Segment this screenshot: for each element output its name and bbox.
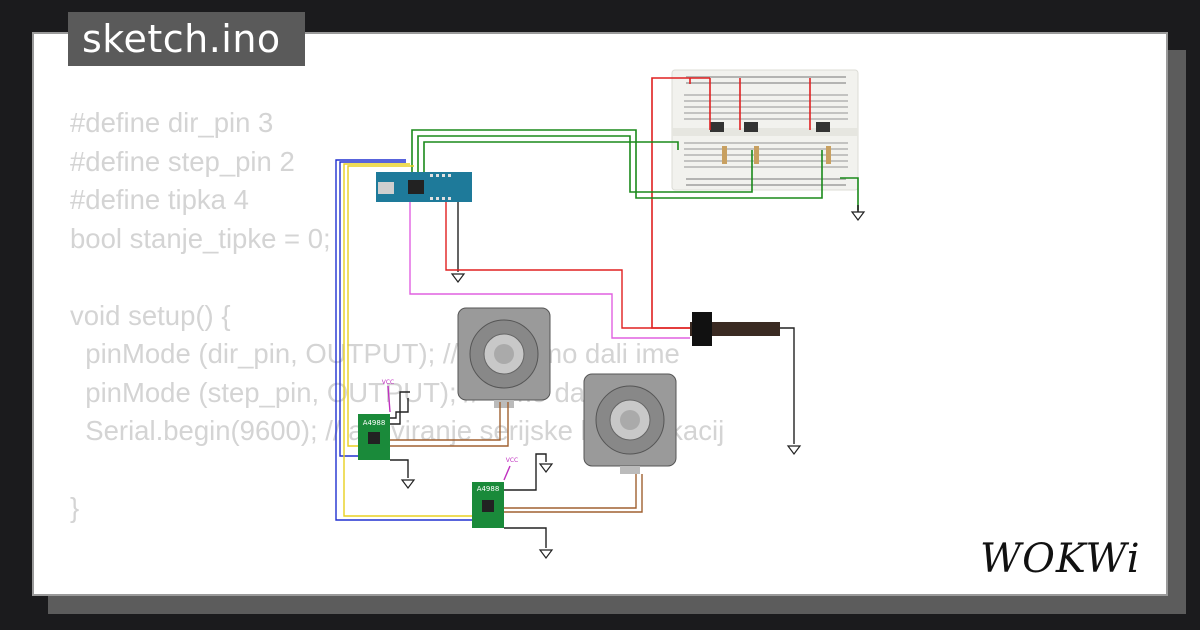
wires [335, 159, 690, 521]
code-line: bool stanje_tipke = 0; [70, 222, 331, 254]
breadboard [671, 69, 859, 191]
vcc-label: VCC [382, 379, 394, 386]
wokwi-logo: WOKWi [980, 536, 1141, 582]
slide-potentiometer[interactable] [690, 312, 802, 455]
code-line: } [70, 492, 80, 523]
vcc-label: VCC [506, 457, 518, 464]
arduino-nano[interactable] [376, 172, 472, 202]
pushbutton[interactable] [710, 122, 830, 132]
code-line: #define dir_pin 3 [70, 107, 274, 138]
wokwi-logo-text: WOKWi [980, 536, 1141, 582]
stepper-motor[interactable] [457, 307, 551, 408]
preview-card: #define dir_pin 3 #define step_pin 2 #defi… [32, 32, 1168, 596]
code-line: void setup() { [70, 299, 231, 331]
a4988-driver[interactable]: A4988 [472, 482, 504, 528]
wires: VCC VCC [382, 379, 643, 559]
stepper-motor[interactable] [583, 373, 677, 474]
a4988-driver[interactable]: A4988 [358, 414, 390, 460]
file-name-tab[interactable]: sketch.ino [68, 12, 305, 66]
driver-label: A4988 [477, 485, 500, 493]
driver-label: A4988 [363, 419, 386, 427]
code-line: #define tipka 4 [70, 184, 249, 215]
code-line: #define step_pin 2 [70, 145, 295, 177]
resistor [722, 146, 831, 164]
